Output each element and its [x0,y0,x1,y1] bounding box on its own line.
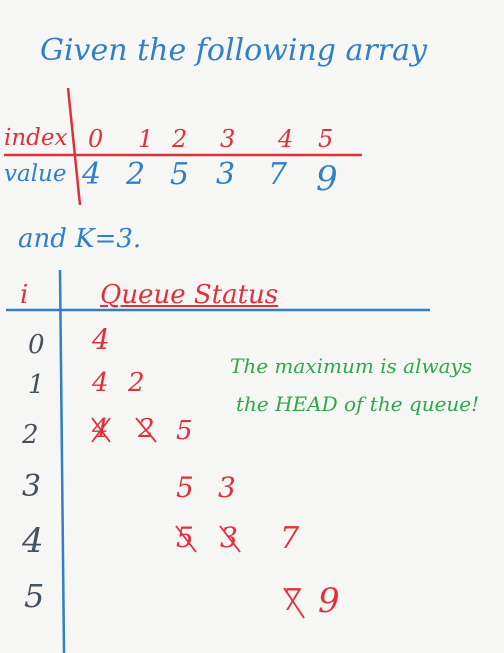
title: Given the following array [40,33,427,68]
value-3: 3 [216,157,236,192]
strike-marks [91,417,305,619]
row-0-i: 0 [28,330,45,360]
row-3-entry-0: 5 [176,471,194,504]
row-0-entry-0: 4 [92,323,110,356]
value-1: 2 [126,157,146,192]
row-1-entry-0: 4 [92,368,109,398]
row-3-i: 3 [22,469,42,504]
note-line-2: the HEAD of the queue! [236,392,480,416]
value-label: value [4,161,67,187]
k-text: and K=3. [18,224,142,254]
index-5: 5 [318,125,334,153]
strike-7-row5 [283,587,305,619]
queue-table-vertical-line [58,269,66,653]
note-line-1: The maximum is always [230,354,473,378]
index-2: 2 [172,125,188,153]
strike-3-row4 [219,525,241,553]
array-table-vertical-line [66,87,82,206]
queue-status-header: Queue Status [100,280,279,310]
row-1-i: 1 [28,370,45,400]
value-5: 9 [316,159,338,199]
row-5-entry-1: 9 [318,581,340,621]
row-4-entry-1: 3 [220,521,238,554]
row-2-entry-1: 2 [138,414,155,444]
index-1: 1 [138,125,154,153]
row-5-i: 5 [24,577,45,615]
row-2-entry-0: 4 [92,414,109,444]
row-5-entry-0: 7 [282,583,302,618]
index-3: 3 [220,125,236,153]
value-0: 4 [82,157,102,192]
value-2: 5 [170,157,190,192]
index-4: 4 [278,125,294,153]
row-3-entry-1: 3 [218,471,236,504]
strike-5-row4 [175,525,197,553]
i-header: i [20,280,29,310]
row-4-entry-0: 5 [176,521,194,554]
row-4-i: 4 [22,521,44,561]
row-2-entry-2: 5 [176,416,193,446]
index-0: 0 [88,125,104,153]
strike-4-row2-b [91,417,111,443]
index-label: index [4,125,68,151]
value-4: 7 [268,157,288,192]
row-1-entry-1: 2 [128,368,145,398]
row-4-entry-2: 7 [280,521,300,556]
strike-2-row2 [135,417,157,443]
row-2-i: 2 [22,420,39,450]
